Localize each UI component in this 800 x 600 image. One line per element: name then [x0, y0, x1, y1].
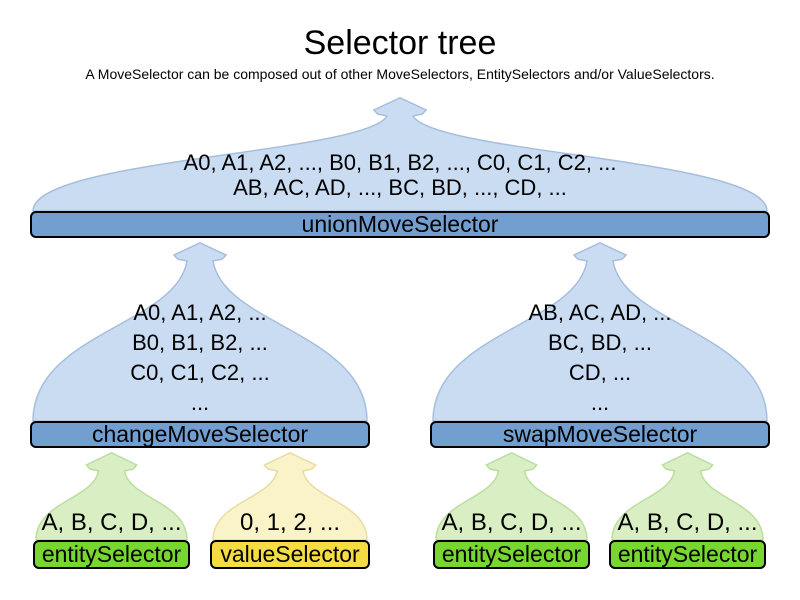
page-subtitle: A MoveSelector can be composed out of ot…	[85, 66, 715, 82]
funnel-items-line: BC, BD, ...	[548, 330, 652, 355]
funnel-items-line: A0, A1, A2, ..., B0, B1, B2, ..., C0, C1…	[183, 150, 617, 175]
funnel-entitySelector-1: A, B, C, D, ... entitySelector	[33, 451, 190, 569]
funnel-items-line: A0, A1, A2, ...	[133, 300, 267, 325]
funnel-box-label: entitySelector	[441, 541, 582, 567]
funnel-items-text: AB, AC, AD, ... BC, BD, ... CD, ......	[430, 298, 770, 418]
funnel-box-label: swapMoveSelector	[502, 421, 698, 447]
unionMoveSelector-box: unionMoveSelector	[30, 211, 770, 238]
page-title: Selector tree	[303, 24, 497, 62]
funnel-items-line: A, B, C, D, ...	[41, 509, 182, 536]
funnel-box-label: entitySelector	[617, 541, 758, 567]
funnel-items-text: A, B, C, D, ...	[609, 510, 766, 536]
funnel-items-line: C0, C1, C2, ...	[130, 360, 270, 385]
funnel-items-line: ...	[190, 390, 210, 415]
valueSelector-1-box: valueSelector	[210, 540, 370, 569]
funnel-changeMoveSelector: A0, A1, A2, ... B0, B1, B2, ... C0, C1, C2…	[30, 241, 370, 448]
funnel-items-line: AB, AC, AD, ..., BC, BD, ..., CD, ...	[233, 175, 567, 200]
funnel-items-line: 0, 1, 2, ...	[239, 509, 341, 536]
funnel-entitySelector-3: A, B, C, D, ... entitySelector	[609, 451, 766, 569]
funnel-entitySelector-2: A, B, C, D, ... entitySelector	[433, 451, 590, 569]
funnel-swapMoveSelector: AB, AC, AD, ... BC, BD, ... CD, ...... swap…	[430, 241, 770, 448]
funnel-items-line: A, B, C, D, ...	[441, 509, 582, 536]
funnel-items-line: CD, ...	[568, 360, 632, 385]
funnel-items-line: ...	[590, 390, 610, 415]
funnel-box-label: unionMoveSelector	[301, 211, 499, 237]
funnel-items-text: A, B, C, D, ...	[33, 510, 190, 536]
funnel-items-line: A, B, C, D, ...	[617, 509, 758, 536]
funnel-items-text: 0, 1, 2, ...	[210, 510, 370, 536]
funnel-items-line: AB, AC, AD, ...	[528, 300, 672, 325]
entitySelector-3-box: entitySelector	[609, 540, 766, 569]
funnel-items-text: A0, A1, A2, ... B0, B1, B2, ... C0, C1, C2…	[30, 298, 370, 418]
swapMoveSelector-box: swapMoveSelector	[430, 421, 770, 448]
funnel-box-label: changeMoveSelector	[91, 421, 309, 447]
funnel-valueSelector-1: 0, 1, 2, ... valueSelector	[210, 451, 370, 569]
funnel-items-text: A0, A1, A2, ..., B0, B1, B2, ..., C0, C1…	[30, 150, 770, 200]
entitySelector-1-box: entitySelector	[33, 540, 190, 569]
funnel-box-label: valueSelector	[220, 541, 360, 567]
entitySelector-2-box: entitySelector	[433, 540, 590, 569]
funnel-unionMoveSelector: A0, A1, A2, ..., B0, B1, B2, ..., C0, C1…	[30, 96, 770, 238]
changeMoveSelector-box: changeMoveSelector	[30, 421, 370, 448]
funnel-items-line: B0, B1, B2, ...	[132, 330, 268, 355]
funnel-box-label: entitySelector	[41, 541, 182, 567]
funnel-items-text: A, B, C, D, ...	[433, 510, 590, 536]
